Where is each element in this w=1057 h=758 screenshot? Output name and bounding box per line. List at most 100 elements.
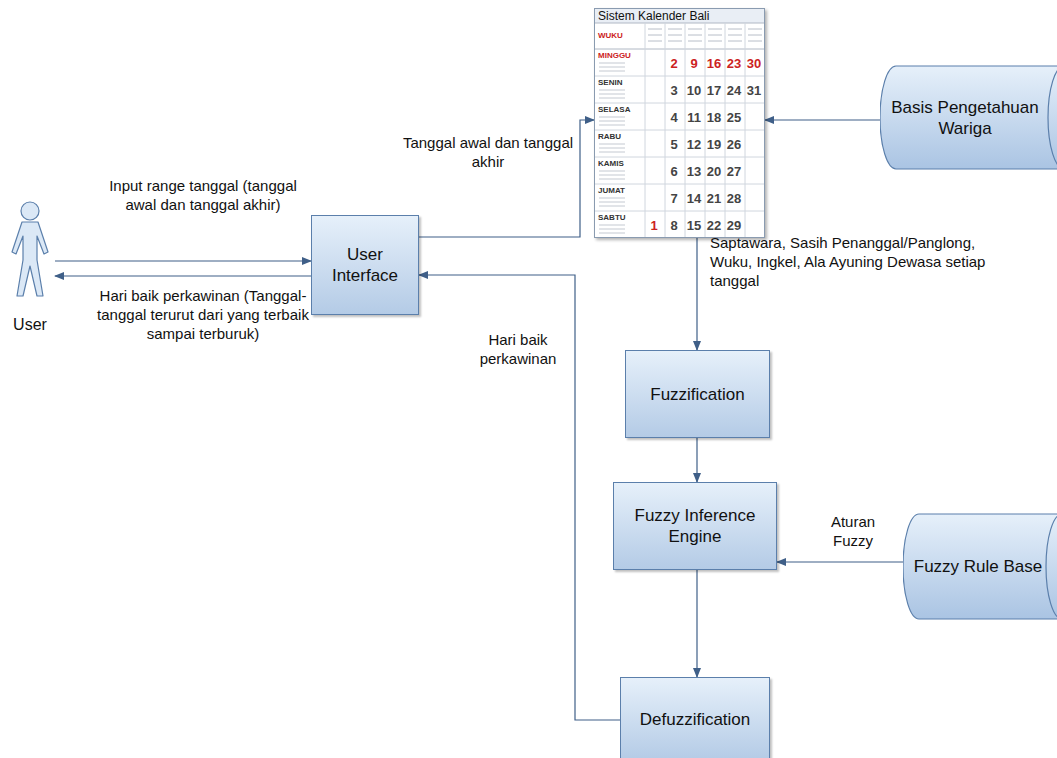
fine-print <box>599 229 625 230</box>
connector <box>696 438 697 482</box>
edge-label: Tanggal awal dan tanggal akhir <box>398 133 578 171</box>
grid-line <box>645 23 646 237</box>
node-text: Fuzzy Inference Engine <box>614 505 776 547</box>
fine-print <box>688 29 702 30</box>
database-cylinder: Fuzzy Rule Base <box>903 513 1057 620</box>
fine-print <box>668 41 682 42</box>
edge-label: Hari baik perkawinan (Tanggal-tanggal te… <box>92 286 314 343</box>
date-number: 24 <box>727 83 741 98</box>
process-box: Fuzzy Inference Engine <box>613 482 777 570</box>
node-text: User Interface <box>312 244 418 286</box>
user-head <box>21 202 39 220</box>
fine-print <box>748 29 762 30</box>
grid-line <box>595 103 764 104</box>
date-number: 11 <box>687 110 701 125</box>
fine-print <box>688 35 702 36</box>
cylinder-body <box>880 66 1057 169</box>
date-number: 10 <box>687 83 701 98</box>
fine-print <box>599 198 625 199</box>
grid-line <box>595 184 764 185</box>
database-cylinder: Basis Pengetahuan Wariga <box>880 65 1057 170</box>
fine-print <box>599 90 625 91</box>
edge-label: Saptawara, Sasih Penanggal/Panglong, Wuk… <box>710 233 1000 290</box>
date-number: 14 <box>687 191 701 206</box>
date-number: 26 <box>727 137 741 152</box>
fine-print <box>728 41 742 42</box>
connector <box>696 570 697 677</box>
date-number: 18 <box>707 110 721 125</box>
connector <box>419 275 620 720</box>
fine-print <box>599 202 625 203</box>
grid-line <box>685 23 686 237</box>
fine-print <box>728 29 742 30</box>
fine-print <box>599 148 625 149</box>
date-number: 28 <box>727 191 741 206</box>
calendar-system: Sistem Kalender BaliWUKUMINGGUSENINSELAS… <box>594 8 765 238</box>
fine-print <box>728 35 742 36</box>
fine-print <box>599 117 625 118</box>
grid-line <box>595 76 764 77</box>
grid-line <box>725 23 726 237</box>
process-box: Fuzzification <box>625 350 770 438</box>
date-number: 17 <box>707 83 721 98</box>
grid-line <box>595 49 764 50</box>
date-number: 1 <box>650 218 657 233</box>
grid-line <box>705 23 706 237</box>
date-number: 15 <box>687 218 701 233</box>
fine-print <box>599 71 625 72</box>
date-number: 20 <box>707 164 721 179</box>
date-number: 29 <box>727 218 741 233</box>
date-number: 4 <box>670 110 677 125</box>
fine-print <box>599 206 625 207</box>
connector <box>765 119 880 120</box>
day-name: MINGGU <box>598 51 631 61</box>
date-number: 9 <box>690 56 697 71</box>
grid-line <box>595 157 764 158</box>
grid-line <box>665 23 666 237</box>
edge-label: Input range tanggal (tanggal awal dan ta… <box>92 176 314 214</box>
day-name: SENIN <box>598 78 622 88</box>
day-name: WUKU <box>598 31 623 41</box>
calendar-header <box>595 9 764 23</box>
date-number: 21 <box>707 191 721 206</box>
date-number: 12 <box>687 137 701 152</box>
day-name: SELASA <box>598 105 630 115</box>
fine-print <box>648 35 662 36</box>
connector <box>55 275 311 276</box>
date-number: 2 <box>670 56 677 71</box>
fine-print <box>648 41 662 42</box>
fine-print <box>648 29 662 30</box>
date-number: 8 <box>670 218 677 233</box>
fine-print <box>708 29 722 30</box>
user-body <box>12 222 48 296</box>
cylinder-outline <box>880 65 1057 170</box>
process-box: User Interface <box>311 215 419 315</box>
fine-print <box>708 41 722 42</box>
day-name: RABU <box>598 132 621 142</box>
node-text: Basis Pengetahuan Wariga <box>880 97 1050 139</box>
fine-print <box>599 144 625 145</box>
fine-print <box>599 121 625 122</box>
date-number: 5 <box>670 137 677 152</box>
fine-print <box>748 41 762 42</box>
grid-line <box>595 211 764 212</box>
day-name: JUMAT <box>598 186 625 196</box>
fine-print <box>599 125 625 126</box>
connector <box>55 260 311 261</box>
date-number: 22 <box>707 218 721 233</box>
fine-print <box>599 179 625 180</box>
fine-print <box>599 225 625 226</box>
node-text: Fuzzy Rule Base <box>914 556 1043 577</box>
connector <box>777 561 903 562</box>
fine-print <box>599 98 625 99</box>
fine-print <box>599 171 625 172</box>
edge-label: Aturan Fuzzy <box>820 512 886 550</box>
date-number: 6 <box>670 164 677 179</box>
day-name: KAMIS <box>598 159 624 169</box>
fine-print <box>668 35 682 36</box>
fine-print <box>688 41 702 42</box>
user-figure <box>10 200 50 300</box>
fine-print <box>599 94 625 95</box>
cylinder-cap <box>1046 514 1057 619</box>
date-number: 19 <box>707 137 721 152</box>
